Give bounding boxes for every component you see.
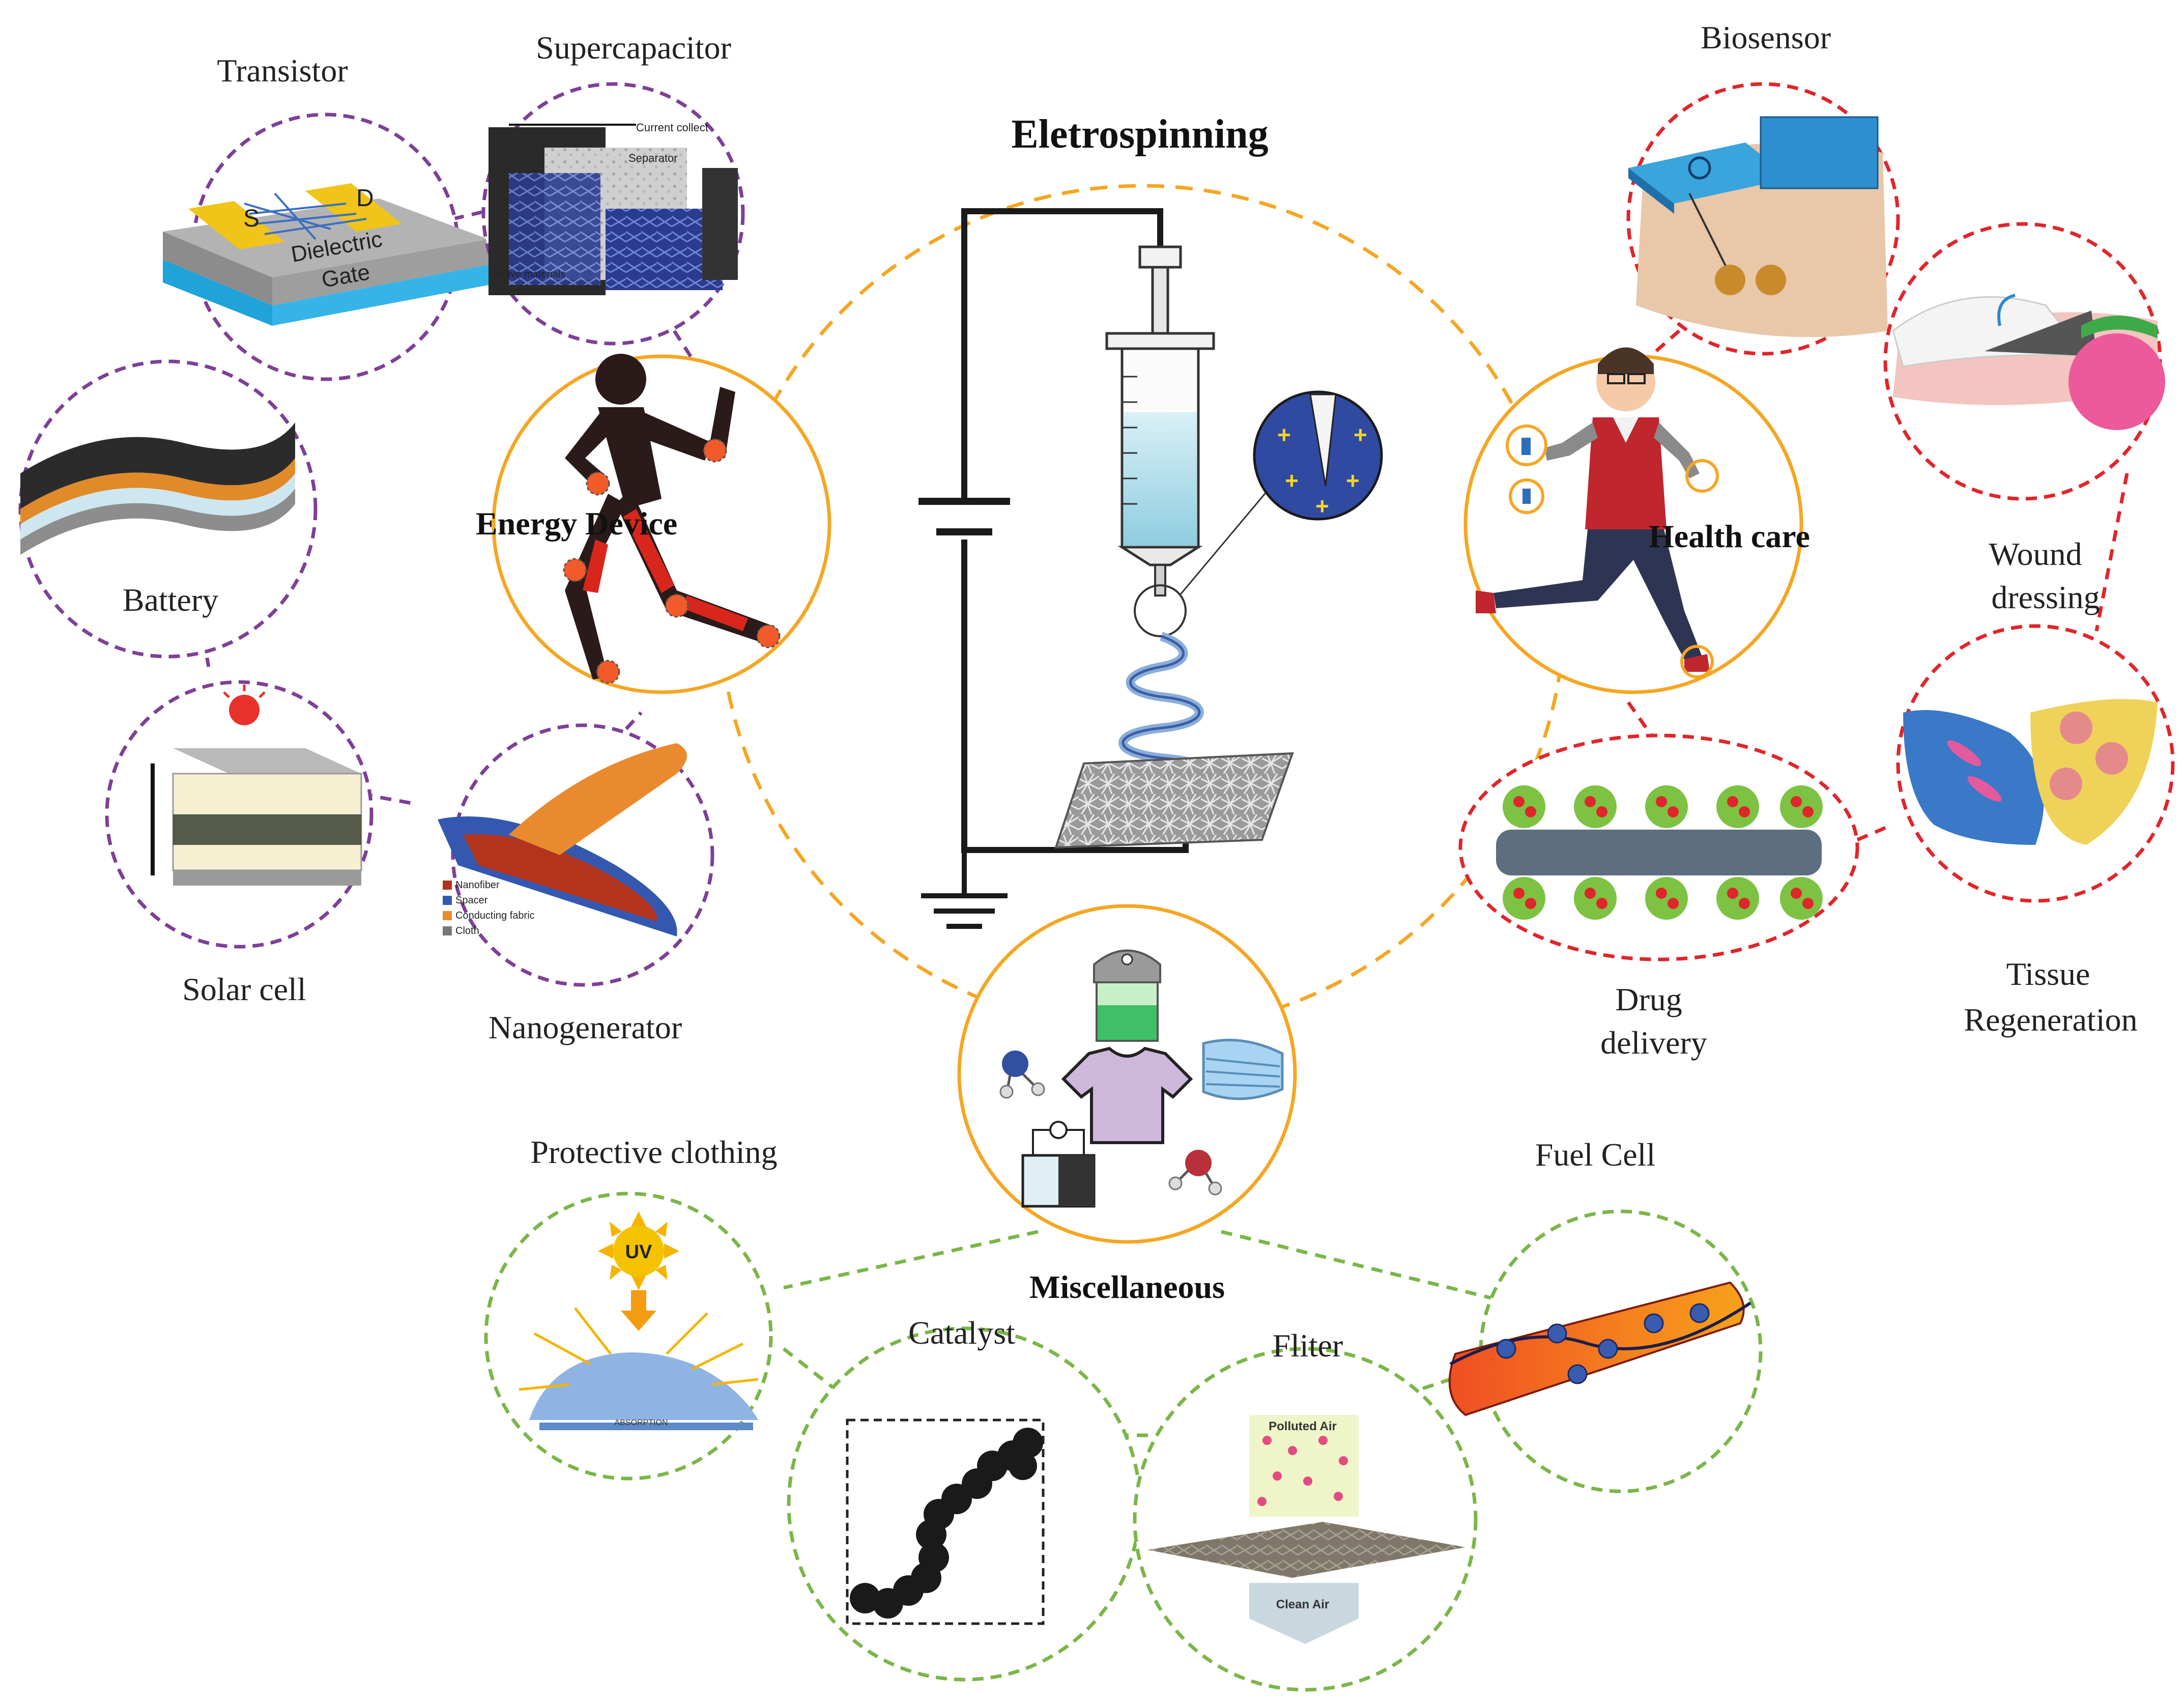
nanogen-legend-0: Nanofiber xyxy=(455,880,500,891)
supercapacitor-node: Current collect Separator Active materia… xyxy=(481,30,745,346)
transistor-source-text: S xyxy=(243,205,260,232)
diagram-title: Eletrospinning xyxy=(1011,112,1268,157)
filter-label: Fliter xyxy=(1273,1327,1343,1364)
uv-text: UV xyxy=(625,1241,652,1263)
clean-air-text: Clean Air xyxy=(1276,1598,1329,1611)
supercap-current-text: Current collect xyxy=(636,121,708,134)
wound-label-line2: dressing xyxy=(1991,579,2100,615)
battery-node: Battery xyxy=(18,359,318,659)
polluted-air-text: Polluted Air xyxy=(1269,1420,1337,1433)
svg-text:+: + xyxy=(1285,467,1299,494)
electrospinning-boundary xyxy=(718,184,1567,1033)
transistor-drain-text: D xyxy=(356,185,374,212)
supercap-active-text: Active materials xyxy=(494,269,565,280)
nanogenerator-node: Nanofiber Spacer Conducting fabric Cloth… xyxy=(438,723,714,1045)
runner-silhouette-icon xyxy=(565,354,773,679)
miscellaneous-hub: Miscellaneous xyxy=(957,904,1297,1305)
biosensor-node: Biosensor xyxy=(1626,19,1900,356)
catalyst-label: Catalyst xyxy=(908,1315,1015,1351)
t-shirt-icon xyxy=(1061,1046,1193,1144)
nanogen-legend-3: Cloth xyxy=(455,925,479,937)
biosensor-label: Biosensor xyxy=(1701,19,1831,55)
energy-device-hub: Energy Device xyxy=(476,354,831,694)
supercapacitor-label: Supercapacitor xyxy=(536,30,731,66)
wound-dressing-node: Wound dressing xyxy=(1883,222,2165,615)
health-care-hub: Health care xyxy=(1463,347,1810,694)
nanogen-legend-2: Conducting fabric xyxy=(455,910,535,921)
transistor-node: S D Dielectric Gate Transistor xyxy=(163,52,488,381)
svg-text:+: + xyxy=(1354,421,1367,448)
nanogen-legend-1: Spacer xyxy=(455,895,488,906)
fuel-cell-node: Fuel Cell xyxy=(1448,1137,1763,1493)
drug-delivery-node: Drug delivery xyxy=(1458,733,1859,1061)
protective-clothing-label: Protective clothing xyxy=(530,1134,777,1170)
catalyst-node: Catalyst xyxy=(787,1315,1142,1682)
health-care-label: Health care xyxy=(1649,518,1810,554)
drug-label-line1: Drug xyxy=(1615,981,1682,1017)
svg-text:+: + xyxy=(1346,467,1360,494)
transistor-label: Transistor xyxy=(217,52,348,89)
battery-label: Battery xyxy=(123,582,218,618)
supercap-separator-text: Separator xyxy=(628,152,678,164)
svg-text:+: + xyxy=(1277,421,1291,448)
uv-sun-icon: UV xyxy=(598,1211,679,1290)
energy-device-label: Energy Device xyxy=(476,505,677,542)
solar-cell-node: Solar cell xyxy=(105,680,373,1007)
fuel-cell-label: Fuel Cell xyxy=(1535,1137,1655,1173)
taylor-cone-inset xyxy=(1253,390,1383,521)
tissue-label-line2: Regeneration xyxy=(1964,1002,2137,1038)
tissue-label-line1: Tissue xyxy=(2006,956,2090,992)
running-person-icon xyxy=(1476,347,1719,678)
solar-cell-label: Solar cell xyxy=(182,971,306,1007)
face-mask-icon xyxy=(1202,1038,1284,1100)
drug-label-line2: delivery xyxy=(1600,1025,1707,1061)
electrospinning-apparatus: + + + + + xyxy=(918,208,1383,929)
absorption-text: ABSORPTION xyxy=(615,1419,668,1427)
protective-clothing-node: UV ABSORPTION Protective clothing xyxy=(484,1134,778,1481)
nanogenerator-label: Nanogenerator xyxy=(488,1009,682,1045)
svg-text:+: + xyxy=(1315,493,1329,519)
fiber-mat-collector xyxy=(1054,752,1294,849)
wound-label-line1: Wound xyxy=(1989,536,2082,572)
tissue-regeneration-node: Tissue Regeneration xyxy=(1896,624,2175,1038)
sun-icon xyxy=(229,695,260,725)
filter-node: Polluted Air Clean Air Fliter xyxy=(1133,1327,1478,1692)
miscellaneous-label: Miscellaneous xyxy=(1029,1269,1225,1305)
